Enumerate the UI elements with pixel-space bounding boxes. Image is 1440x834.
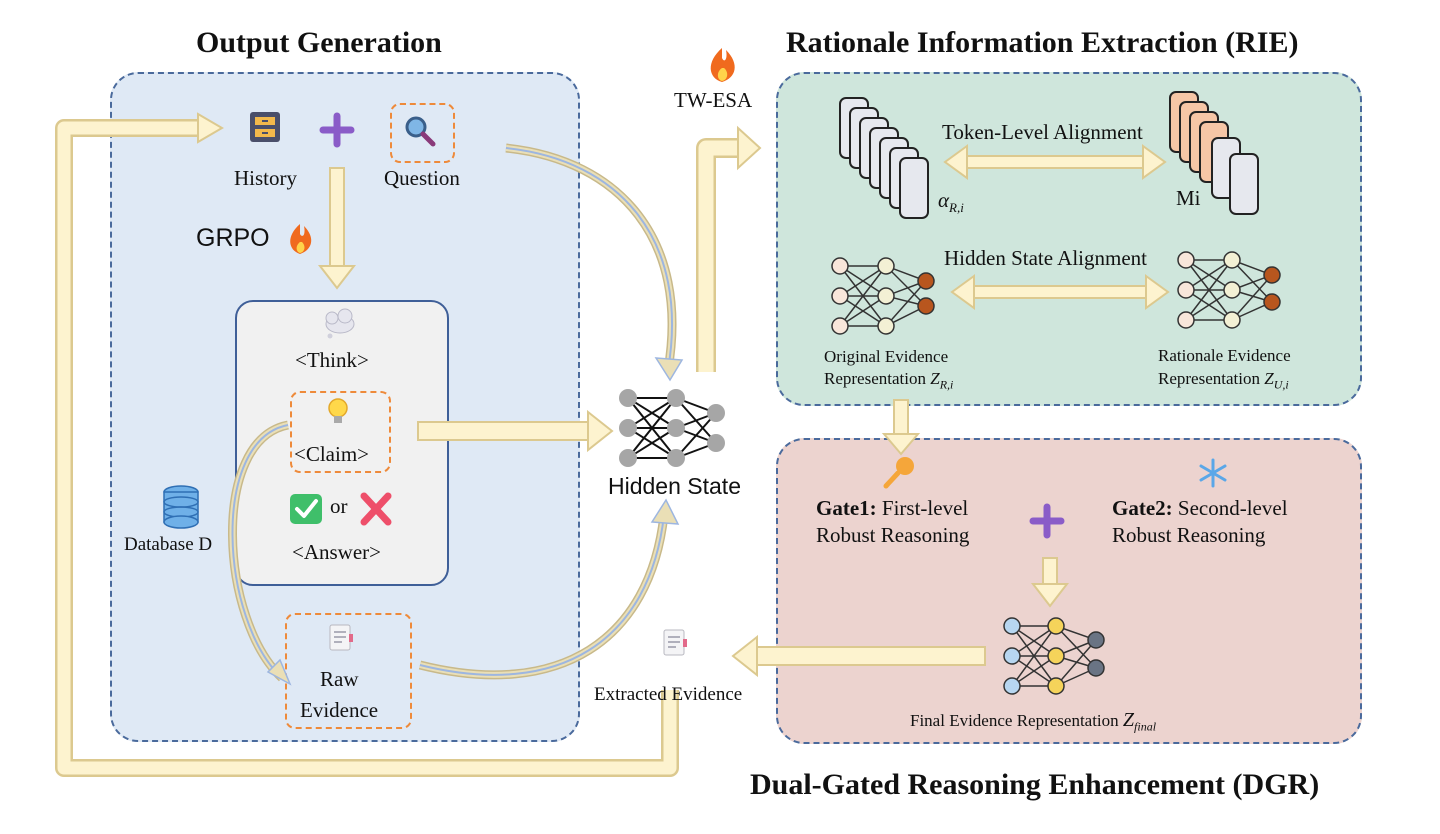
- token-cards-mi: [1169, 91, 1259, 215]
- cloud-icon: [325, 308, 355, 339]
- token-cards-alpha: [839, 97, 929, 219]
- claim-to-hidden-arrow: [417, 409, 614, 453]
- check-icon: [290, 494, 322, 524]
- tw-esa-label: TW-ESA: [674, 88, 753, 112]
- alpha-label: αR,i: [938, 188, 964, 216]
- history-label: History: [234, 166, 297, 190]
- database-label: Database D: [124, 534, 213, 555]
- gate1-label-line2: Robust Reasoning: [816, 523, 970, 547]
- claim-box: [290, 391, 391, 473]
- title-output-generation: Output Generation: [196, 26, 442, 59]
- snowflake-icon: [1199, 458, 1227, 488]
- z-final-subscript: final: [1134, 719, 1157, 734]
- hidden-state-label: Hidden State: [608, 473, 741, 499]
- title-rie: Rationale Information Extraction (RIE): [786, 26, 1299, 59]
- gate2-rest: Second-level: [1172, 496, 1288, 520]
- database-icon: [163, 485, 199, 529]
- question-label: Question: [384, 166, 460, 190]
- z-r-symbol: Z: [930, 369, 940, 388]
- plus-sign-dgr: [1029, 503, 1065, 539]
- gate2-bold: Gate2:: [1112, 496, 1173, 520]
- gate2-label-line2: Robust Reasoning: [1112, 523, 1266, 547]
- think-label: <Think>: [295, 348, 369, 372]
- rie-to-dgr-arrow: [881, 399, 921, 456]
- original-evidence-label-2: Representation ZR,i: [824, 369, 953, 392]
- z-u-symbol: Z: [1264, 369, 1274, 388]
- title-dgr: Dual-Gated Reasoning Enhancement (DGR): [750, 768, 1320, 801]
- z-final-symbol: Z: [1122, 709, 1135, 731]
- plus-sign-top: [319, 112, 355, 148]
- gate-to-final-arrow: [1030, 557, 1070, 608]
- fire-icon-grpo: [290, 224, 312, 254]
- dgr-panel: [776, 438, 1362, 744]
- alpha-symbol: α: [938, 188, 950, 212]
- grpo-label: GRPO: [196, 224, 270, 252]
- z-r-subscript: R,i: [939, 377, 954, 392]
- raw-evidence-label-1: Raw: [320, 667, 359, 691]
- claim-label: <Claim>: [294, 442, 370, 466]
- token-level-alignment-label: Token-Level Alignment: [942, 120, 1143, 144]
- original-evidence-network: [831, 257, 935, 335]
- final-evidence-label: Final Evidence Representation Zfinal: [910, 709, 1156, 734]
- document-icon-extracted: [663, 629, 687, 656]
- search-icon: [405, 116, 436, 147]
- claim-to-raw-evidence-curve: [228, 420, 292, 686]
- final-evidence-words: Final Evidence Representation: [910, 711, 1119, 730]
- gate1-label-line1: Gate1: First-level: [816, 496, 968, 521]
- grpo-arrow: [317, 167, 357, 290]
- raw-evidence-label-2: Evidence: [300, 698, 379, 722]
- question-box: [390, 103, 455, 163]
- question-to-hidden-curve: [505, 143, 684, 382]
- hidden-to-rie-arrow: [696, 125, 762, 372]
- feedback-loop-arrow: [55, 112, 679, 777]
- gate1-bold: Gate1:: [816, 496, 877, 520]
- gate1-rest: First-level: [876, 496, 969, 520]
- or-label: or: [330, 494, 348, 518]
- fire-icon-tw-esa: [710, 48, 735, 82]
- rationale-evidence-label-2: Representation ZU,i: [1158, 369, 1289, 392]
- rationale-representation-word: Representation: [1158, 369, 1260, 388]
- token-alignment-double-arrow: [943, 144, 1167, 180]
- raw-evidence-to-hidden-curve: [418, 498, 680, 680]
- rationale-evidence-network: [1177, 251, 1281, 329]
- final-evidence-network: [1003, 617, 1105, 695]
- original-representation-word: Representation: [824, 369, 926, 388]
- hidden-alignment-double-arrow: [950, 274, 1170, 310]
- hidden-state-network: [619, 389, 725, 467]
- z-u-subscript: U,i: [1273, 377, 1289, 392]
- cross-icon: [360, 492, 392, 526]
- key-icon: [883, 457, 914, 489]
- final-to-extracted-arrow: [731, 634, 986, 678]
- original-evidence-label-1: Original Evidence: [824, 347, 949, 366]
- mi-label: Mi: [1176, 186, 1201, 210]
- document-icon-raw: [329, 624, 353, 651]
- extracted-evidence-label: Extracted Evidence: [594, 684, 743, 705]
- lightbulb-icon: [328, 398, 348, 423]
- alpha-subscript: R,i: [949, 200, 964, 216]
- raw-evidence-box: [285, 613, 412, 729]
- gate2-label-line1: Gate2: Second-level: [1112, 496, 1288, 521]
- history-icon: [250, 112, 280, 142]
- rationale-evidence-label-1: Rationale Evidence: [1158, 346, 1291, 365]
- answer-label: <Answer>: [292, 540, 382, 564]
- reasoning-box: [235, 300, 449, 586]
- hidden-state-alignment-label: Hidden State Alignment: [944, 246, 1147, 270]
